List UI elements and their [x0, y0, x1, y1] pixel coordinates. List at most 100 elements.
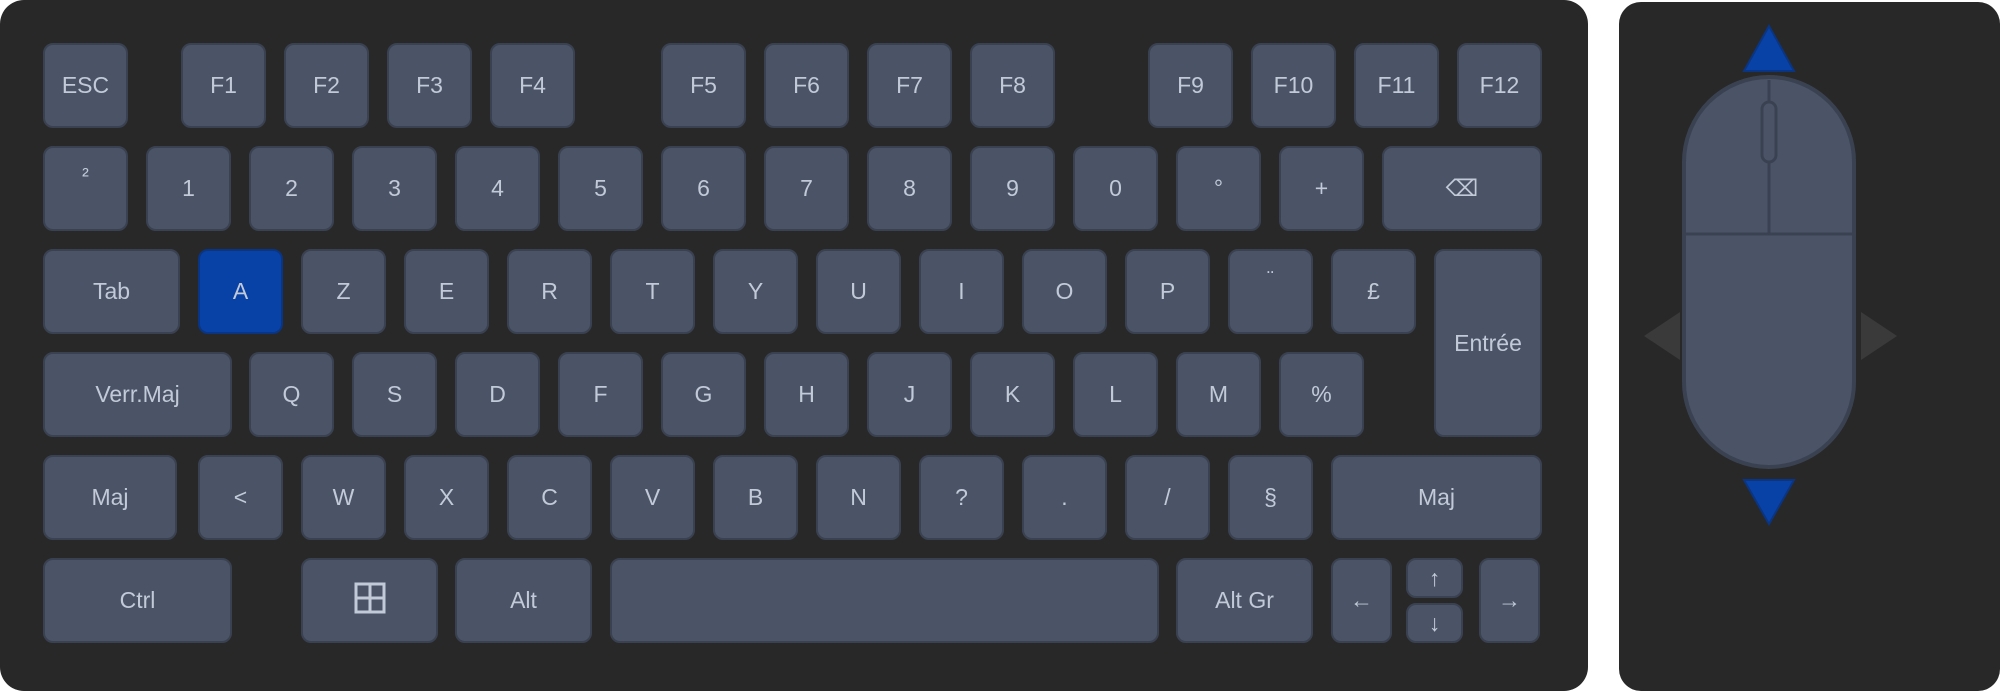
key-backspace[interactable]: ⌫: [1382, 146, 1542, 231]
key-w[interactable]: W: [301, 455, 386, 540]
key-f2[interactable]: F2: [284, 43, 369, 128]
key-i[interactable]: I: [919, 249, 1004, 334]
key-plus[interactable]: +: [1279, 146, 1364, 231]
key-u[interactable]: U: [816, 249, 901, 334]
key-v[interactable]: V: [610, 455, 695, 540]
key-arrow-down[interactable]: ↓: [1406, 603, 1463, 643]
key-k[interactable]: K: [970, 352, 1055, 437]
key-8[interactable]: 8: [867, 146, 952, 231]
key-f11[interactable]: F11: [1354, 43, 1439, 128]
key-t[interactable]: T: [610, 249, 695, 334]
key-label: F10: [1273, 72, 1314, 98]
mouse-arrow-down-icon[interactable]: [1742, 479, 1796, 527]
key-period[interactable]: .: [1022, 455, 1107, 540]
key-label: ²: [82, 165, 89, 187]
key-n[interactable]: N: [816, 455, 901, 540]
key-label: 0: [1109, 175, 1122, 201]
key-f[interactable]: F: [558, 352, 643, 437]
key-f5[interactable]: F5: [661, 43, 746, 128]
key-q[interactable]: Q: [249, 352, 334, 437]
key-label: F12: [1479, 72, 1520, 98]
key-f4[interactable]: F4: [490, 43, 575, 128]
key-s[interactable]: S: [352, 352, 437, 437]
key-label: ←: [1350, 587, 1373, 613]
key-esc[interactable]: ESC: [43, 43, 128, 128]
key-label: ¨: [1267, 268, 1274, 290]
key-arrow-up[interactable]: ↑: [1406, 558, 1463, 598]
key-f3[interactable]: F3: [387, 43, 472, 128]
key-1[interactable]: 1: [146, 146, 231, 231]
mouse-icon[interactable]: [1682, 75, 1856, 469]
key-question[interactable]: ?: [919, 455, 1004, 540]
key-7[interactable]: 7: [764, 146, 849, 231]
key-label: N: [850, 484, 867, 510]
key-f7[interactable]: F7: [867, 43, 952, 128]
key-0[interactable]: 0: [1073, 146, 1158, 231]
mouse-arrow-up-icon[interactable]: [1742, 23, 1796, 72]
key-r[interactable]: R: [507, 249, 592, 334]
key-alt-gr[interactable]: Alt Gr: [1176, 558, 1313, 643]
mouse-arrow-right-icon[interactable]: [1861, 312, 1897, 360]
key-shift-left[interactable]: Maj: [43, 455, 177, 540]
key-ctrl[interactable]: Ctrl: [43, 558, 232, 643]
key-f12[interactable]: F12: [1457, 43, 1542, 128]
key-enter[interactable]: Entrée: [1434, 249, 1542, 437]
key-label: 8: [903, 175, 916, 201]
key-label: /: [1164, 484, 1171, 510]
key-5[interactable]: 5: [558, 146, 643, 231]
key-windows[interactable]: [301, 558, 438, 643]
key-b[interactable]: B: [713, 455, 798, 540]
key-h[interactable]: H: [764, 352, 849, 437]
key-z[interactable]: Z: [301, 249, 386, 334]
key-diaeresis[interactable]: ¨: [1228, 249, 1313, 334]
key-x[interactable]: X: [404, 455, 489, 540]
key-superscript-two[interactable]: ²: [43, 146, 128, 231]
key-degree[interactable]: °: [1176, 146, 1261, 231]
key-6[interactable]: 6: [661, 146, 746, 231]
key-space[interactable]: [610, 558, 1159, 643]
key-tab[interactable]: Tab: [43, 249, 180, 334]
mouse-arrow-left-icon[interactable]: [1644, 312, 1680, 360]
key-o[interactable]: O: [1022, 249, 1107, 334]
key-label: Verr.Maj: [95, 381, 180, 407]
key-section[interactable]: §: [1228, 455, 1313, 540]
key-g[interactable]: G: [661, 352, 746, 437]
key-label: .: [1061, 484, 1068, 510]
key-label: P: [1159, 278, 1176, 304]
key-caps-lock[interactable]: Verr.Maj: [43, 352, 232, 437]
key-j[interactable]: J: [867, 352, 952, 437]
key-y[interactable]: Y: [713, 249, 798, 334]
key-label: 1: [182, 175, 195, 201]
key-label: D: [489, 381, 506, 407]
key-e[interactable]: E: [404, 249, 489, 334]
key-p[interactable]: P: [1125, 249, 1210, 334]
key-shift-right[interactable]: Maj: [1331, 455, 1542, 540]
key-f8[interactable]: F8: [970, 43, 1055, 128]
key-arrow-right[interactable]: →: [1479, 558, 1540, 643]
key-f1[interactable]: F1: [181, 43, 266, 128]
key-label: F9: [1177, 72, 1204, 98]
key-label: <: [233, 484, 248, 510]
key-percent[interactable]: %: [1279, 352, 1364, 437]
key-less-than[interactable]: <: [198, 455, 283, 540]
key-d[interactable]: D: [455, 352, 540, 437]
key-f6[interactable]: F6: [764, 43, 849, 128]
key-c[interactable]: C: [507, 455, 592, 540]
key-9[interactable]: 9: [970, 146, 1055, 231]
key-3[interactable]: 3: [352, 146, 437, 231]
key-pound[interactable]: £: [1331, 249, 1416, 334]
key-2[interactable]: 2: [249, 146, 334, 231]
key-label: G: [694, 381, 713, 407]
key-4[interactable]: 4: [455, 146, 540, 231]
key-l[interactable]: L: [1073, 352, 1158, 437]
mouse-scroll-wheel[interactable]: [1760, 100, 1778, 164]
key-a[interactable]: A: [198, 249, 283, 334]
key-slash[interactable]: /: [1125, 455, 1210, 540]
key-label: F8: [999, 72, 1026, 98]
key-arrow-left[interactable]: ←: [1331, 558, 1392, 643]
key-alt[interactable]: Alt: [455, 558, 592, 643]
key-m[interactable]: M: [1176, 352, 1261, 437]
key-label: 2: [285, 175, 298, 201]
key-f9[interactable]: F9: [1148, 43, 1233, 128]
key-f10[interactable]: F10: [1251, 43, 1336, 128]
